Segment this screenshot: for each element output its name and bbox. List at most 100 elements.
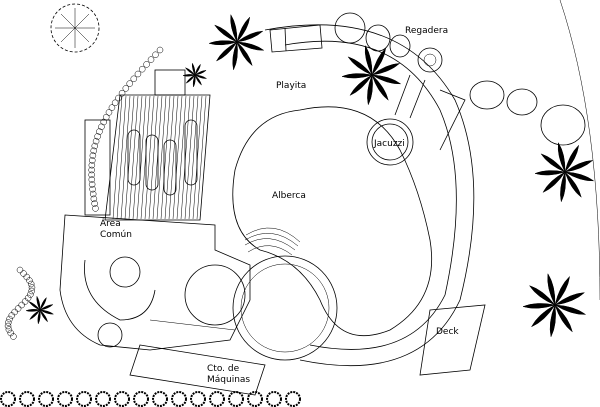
shrub: [6, 315, 13, 323]
hedge-shrub: [209, 391, 225, 407]
palm-tree: [25, 295, 55, 325]
shrub: [18, 301, 25, 309]
shrub: [90, 147, 97, 155]
shrub: [115, 94, 122, 102]
palm-tree: [522, 273, 587, 338]
shrub: [4, 322, 12, 330]
shrub: [26, 277, 33, 284]
shrub: [23, 273, 31, 281]
shrub: [28, 287, 35, 295]
shrub: [92, 205, 99, 212]
hedge-shrub: [0, 391, 16, 407]
round-room: [184, 255, 338, 361]
shrub: [24, 294, 32, 302]
hedge-shrub: [285, 391, 301, 407]
hedge-shrub: [57, 391, 73, 407]
shrub: [118, 89, 126, 97]
shrub: [98, 123, 105, 131]
label-maquinas: Máquinas: [207, 375, 250, 385]
shrub: [96, 128, 103, 135]
hedge-shrub: [19, 391, 35, 407]
shrub: [94, 133, 101, 140]
hedge-shrub: [171, 391, 187, 407]
shrub: [27, 291, 34, 298]
label-alberca: Alberca: [272, 191, 306, 201]
shrub: [102, 113, 110, 121]
deck-platform: [419, 304, 486, 376]
machine-room: [129, 344, 266, 396]
shrub: [10, 333, 17, 340]
shrub: [20, 270, 27, 277]
walkway: [394, 74, 466, 151]
shrub: [21, 298, 29, 305]
shrub: [156, 46, 164, 54]
shrub: [11, 308, 18, 316]
deck-outer-edge: [264, 24, 475, 366]
shrub: [8, 312, 15, 319]
shrub: [152, 51, 159, 59]
hedge-shrub: [266, 391, 282, 407]
hedge-shrub: [114, 391, 130, 407]
shrub: [88, 161, 96, 169]
shrub: [5, 319, 12, 326]
shower: [417, 47, 443, 73]
shrub: [111, 99, 119, 107]
hedge-shrub: [76, 391, 92, 407]
shrub: [92, 137, 100, 145]
palm-trees: [25, 13, 595, 338]
shrub: [147, 56, 155, 63]
shrub: [89, 190, 97, 198]
shrub: [105, 109, 113, 116]
shrub: [88, 181, 96, 188]
shrub: [108, 104, 116, 111]
pool-steps: [244, 227, 301, 256]
hedge-shrub: [190, 391, 206, 407]
label-jacuzzi: Jacuzzi: [373, 139, 405, 149]
shrub: [138, 65, 146, 73]
pool-outline: [232, 106, 433, 337]
hedge-shrub: [133, 391, 149, 407]
shrubs: [4, 46, 164, 340]
shrub: [91, 142, 99, 150]
shrub: [122, 85, 130, 92]
hedge-shrub: [95, 391, 111, 407]
shrub: [88, 171, 95, 179]
hedge-shrub: [228, 391, 244, 407]
label-deck: Deck: [436, 327, 459, 337]
shrub: [130, 75, 138, 83]
shrub: [7, 329, 14, 337]
shrub: [28, 284, 36, 291]
shrub: [27, 280, 35, 288]
shrub: [5, 326, 13, 333]
label-cto: Cto. de: [207, 364, 240, 374]
stepping-stones: [334, 12, 586, 146]
shrub: [89, 157, 96, 164]
hedge-shrub: [152, 391, 168, 407]
jacuzzi: [366, 118, 414, 166]
shrub: [143, 61, 150, 68]
hedge: [0, 391, 301, 407]
palm-tree: [208, 13, 265, 71]
common-area-structure: [59, 214, 251, 351]
label-area: Área: [100, 217, 121, 229]
shrub: [90, 195, 98, 203]
shrub: [16, 266, 24, 274]
shrub: [134, 70, 142, 78]
shrub: [100, 118, 107, 126]
shrub: [88, 166, 95, 174]
palm-tree: [182, 62, 208, 88]
shrub: [126, 80, 133, 87]
palm-tree: [534, 142, 595, 203]
palm-tree: [341, 45, 402, 106]
hedge-shrub: [38, 391, 54, 407]
hedge-shrub: [247, 391, 263, 407]
shrub: [88, 176, 96, 183]
property-boundary: [559, 0, 600, 301]
shrub: [89, 152, 97, 159]
tree: [50, 3, 100, 53]
bench: [269, 24, 323, 53]
pergola: [84, 69, 211, 221]
shrub: [14, 305, 22, 312]
